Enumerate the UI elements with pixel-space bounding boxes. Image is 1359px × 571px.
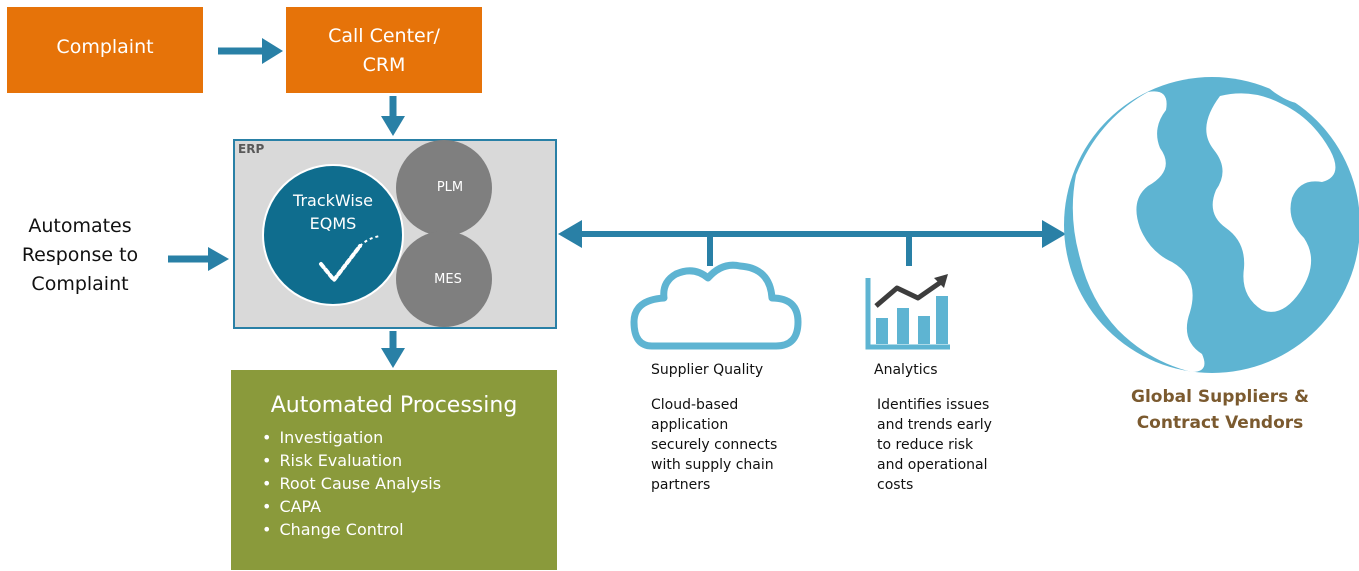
analytics-desc-line: Identifies issues [877, 397, 990, 413]
supplier-quality-description: Cloud-based application securely connect… [651, 395, 777, 495]
call-center-line-2: CRM [362, 54, 406, 76]
cloud-icon [630, 261, 802, 350]
list-item: Investigation [262, 426, 441, 449]
arrowhead-down-icon [381, 116, 405, 136]
list-item: Risk Evaluation [262, 449, 441, 472]
analytics-desc-line: and trends early [877, 417, 992, 433]
automates-line-2: Response to [21, 244, 139, 266]
global-suppliers-label: Global Suppliers & Contract Vendors [1100, 384, 1340, 436]
automated-processing-list: Investigation Risk Evaluation Root Cause… [262, 426, 441, 541]
call-center-box [286, 7, 482, 93]
automated-processing-title: Automated Processing [270, 393, 518, 418]
plm-circle [396, 140, 492, 236]
trackwise-line-2: EQMS [309, 214, 357, 233]
supplier-desc-line: with supply chain [651, 457, 774, 473]
supplier-desc-line: securely connects [651, 437, 778, 453]
analytics-chart-icon [865, 274, 950, 350]
automates-label: Automates Response to Complaint [0, 212, 160, 299]
globe-icon [1064, 77, 1359, 373]
supplier-desc-line: partners [651, 477, 711, 493]
arrowhead-right-icon [262, 38, 283, 64]
trackwise-circle [262, 164, 404, 306]
plm-label: PLM [436, 180, 464, 195]
supplier-desc-line: Cloud-based [651, 397, 739, 413]
supplier-quality-title: Supplier Quality [651, 362, 764, 378]
mes-circle [396, 231, 492, 327]
trackwise-line-1: TrackWise [293, 191, 373, 210]
supplier-desc-line: application [651, 417, 729, 433]
analytics-desc-line: costs [877, 477, 914, 493]
trackwise-check-icon [319, 235, 381, 284]
mes-label: MES [434, 272, 462, 287]
trackwise-label: TrackWise EQMS [263, 189, 403, 235]
arrowhead-right-icon [1042, 220, 1066, 248]
list-item: CAPA [262, 495, 441, 518]
arrowhead-down-icon [381, 348, 405, 368]
analytics-title: Analytics [874, 362, 938, 378]
analytics-desc-line: to reduce risk [877, 437, 974, 453]
complaint-label: Complaint [56, 36, 154, 58]
automates-line-1: Automates [28, 215, 132, 237]
global-line-1: Global Suppliers & [1131, 387, 1309, 407]
call-center-label: Call Center/ CRM [286, 22, 482, 80]
call-center-line-1: Call Center/ [328, 25, 440, 47]
analytics-desc-line: and operational [877, 457, 988, 473]
arrowhead-left-icon [558, 220, 582, 248]
automates-line-3: Complaint [31, 273, 129, 295]
list-item: Change Control [262, 518, 441, 541]
complaint-box [7, 7, 203, 93]
list-item: Root Cause Analysis [262, 472, 441, 495]
erp-label: ERP [238, 142, 265, 156]
global-line-2: Contract Vendors [1136, 413, 1304, 433]
arrowhead-right-icon [208, 247, 229, 271]
analytics-description: Identifies issues and trends early to re… [877, 395, 992, 495]
